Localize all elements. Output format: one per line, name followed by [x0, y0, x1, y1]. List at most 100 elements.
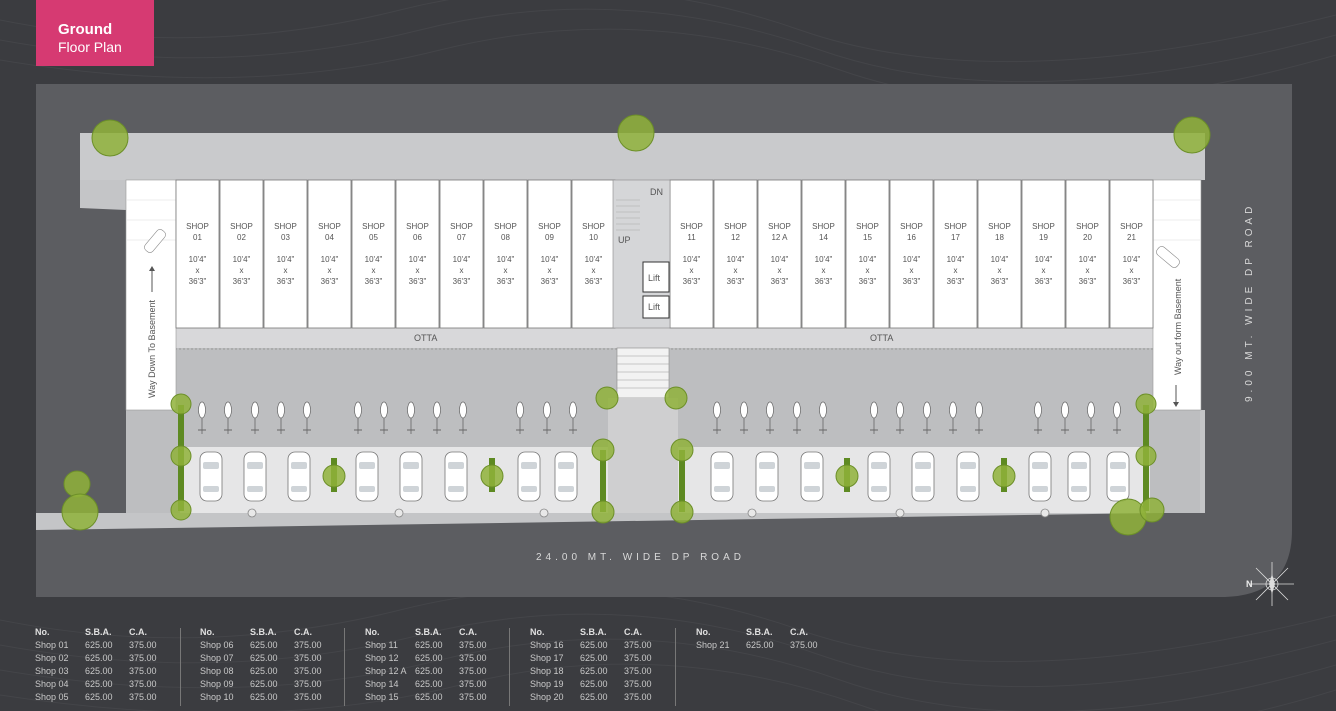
- shop-label-line: SHOP: [988, 222, 1011, 231]
- shop-outline: [395, 179, 440, 329]
- shop-dimension-line: 36'3": [585, 277, 603, 286]
- car-windshield: [1110, 462, 1126, 469]
- table-cell: 375.00: [624, 653, 652, 663]
- shop-dimension-line: 10'4": [233, 255, 251, 264]
- shop-label-line: SHOP: [362, 222, 385, 231]
- car-windshield: [403, 462, 419, 469]
- table-cell: Shop 15: [365, 692, 399, 702]
- lift-2: [642, 295, 670, 319]
- car-rear-window: [714, 486, 730, 492]
- shop-label-line: 18: [995, 233, 1004, 242]
- shop-outline: [1021, 179, 1066, 329]
- shop-dimension-line: 36'3": [365, 277, 383, 286]
- car-icon: [554, 451, 578, 502]
- bike-icon: [407, 401, 415, 434]
- shop-dimension-line: x: [592, 266, 596, 275]
- front-road-label: 24.00 MT. WIDE DP ROAD: [536, 552, 745, 563]
- table-cell: Shop 12 A: [365, 666, 407, 676]
- bike-body: [459, 401, 467, 419]
- shop-label: SHOP 05: [362, 222, 385, 242]
- tree-icon: [591, 438, 615, 462]
- shop-label-line: 05: [369, 233, 378, 242]
- shop-label-line: SHOP: [450, 222, 473, 231]
- table-cell: 375.00: [459, 653, 487, 663]
- table-cell: 375.00: [624, 692, 652, 702]
- tree-icon: [61, 493, 99, 531]
- bike-icon: [793, 401, 801, 434]
- paved-path: [608, 398, 678, 513]
- shop-outline: [483, 179, 528, 329]
- shop-dimension-line: 36'3": [771, 277, 789, 286]
- bike-body: [198, 401, 206, 419]
- table-cell: 375.00: [624, 666, 652, 676]
- shop-outline: [1109, 179, 1154, 329]
- shop-label-line: SHOP: [944, 222, 967, 231]
- table-cell: 625.00: [85, 653, 113, 663]
- table-cell: 375.00: [624, 640, 652, 650]
- shop-dimension-line: x: [734, 266, 738, 275]
- car-body: [710, 451, 734, 502]
- car-body: [355, 451, 379, 502]
- bike-icon: [740, 401, 748, 434]
- car-icon: [1106, 451, 1130, 502]
- car-rear-window: [359, 486, 375, 492]
- table-header-cell: No.: [530, 627, 545, 637]
- trees: [61, 114, 1211, 536]
- shop-label-line: SHOP: [582, 222, 605, 231]
- shop-dimension-line: 36'3": [903, 277, 921, 286]
- shop-label-line: 06: [413, 233, 422, 242]
- car-icon: [1028, 451, 1052, 502]
- shop-dimension-line: x: [1130, 266, 1134, 275]
- car-windshield: [247, 462, 263, 469]
- tree-icon: [170, 393, 192, 415]
- shop-dimension-line: x: [910, 266, 914, 275]
- tree-icon: [617, 114, 655, 152]
- bike-body: [224, 401, 232, 419]
- car-rear-window: [521, 486, 537, 492]
- bike-icon: [1034, 401, 1042, 434]
- shop-label-line: 14: [819, 233, 828, 242]
- bike-icon: [277, 401, 285, 434]
- way-out-label: Way out form Basement: [1173, 278, 1183, 375]
- shop-dimension-line: 10'4": [727, 255, 745, 264]
- table-header-cell: S.B.A.: [250, 627, 277, 637]
- shop-dimension-line: 10'4": [947, 255, 965, 264]
- bike-icon: [224, 401, 232, 434]
- table-cell: 375.00: [129, 666, 157, 676]
- tree-icon: [595, 386, 619, 410]
- shop-label-line: 08: [501, 233, 510, 242]
- car-icon: [867, 451, 891, 502]
- car-windshield: [714, 462, 730, 469]
- table-cell: Shop 17: [530, 653, 564, 663]
- shop-label-line: 17: [951, 233, 960, 242]
- bike-body: [896, 401, 904, 419]
- bike-body: [433, 401, 441, 419]
- table-cell: Shop 06: [200, 640, 234, 650]
- light-pole-icon: [747, 508, 757, 518]
- bike-icon: [1113, 401, 1121, 434]
- bike-icon: [949, 401, 957, 434]
- car-windshield: [291, 462, 307, 469]
- shop-outline: [801, 179, 846, 329]
- table-cell: Shop 19: [530, 679, 564, 689]
- table-cell: 625.00: [415, 692, 443, 702]
- table-cell: Shop 14: [365, 679, 399, 689]
- tree-icon: [1135, 445, 1157, 467]
- shop-outline: [889, 179, 934, 329]
